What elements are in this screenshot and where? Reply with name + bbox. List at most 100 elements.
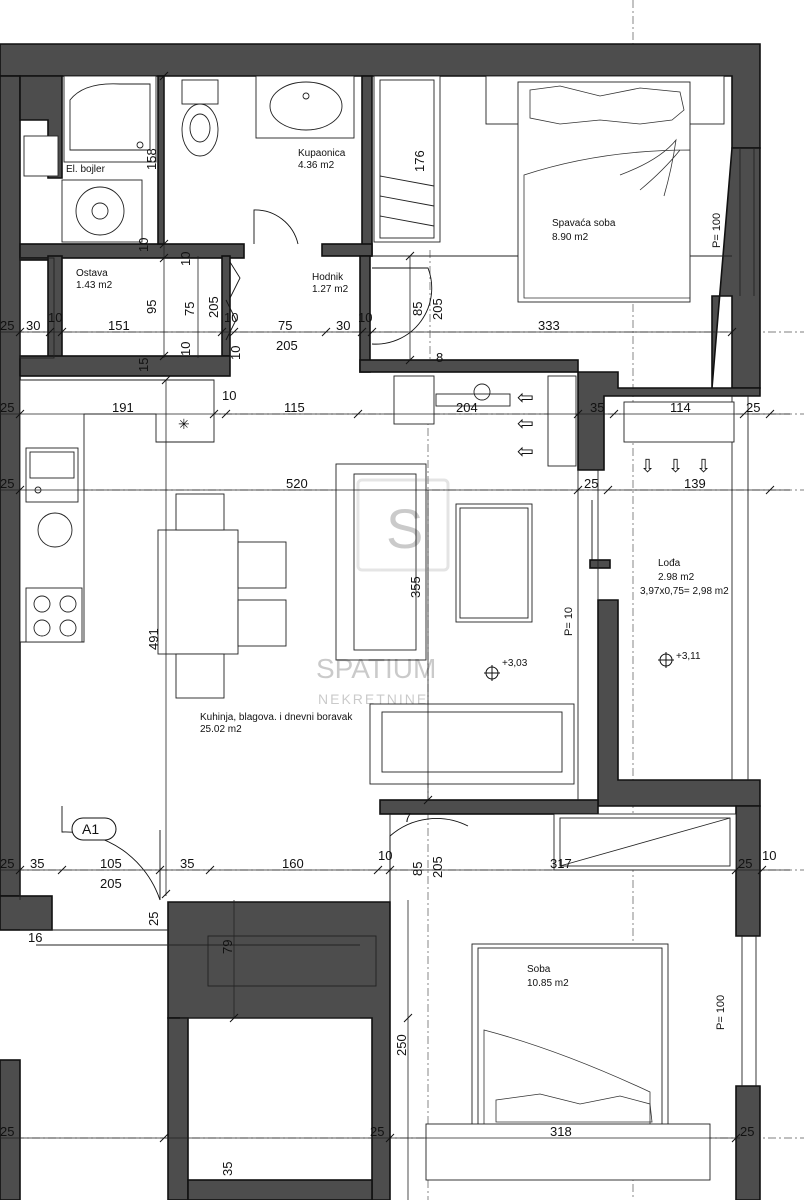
dim-25: 25 [0,318,14,333]
interior-lines: ✳ ⇦ ⇦ ⇦ ⇩ ⇩ ⇩ [19,75,757,1181]
dim-355: 355 [408,576,423,598]
room-area-kuhinja: 25.02 m2 [200,724,242,735]
dim-25: 25 [0,856,14,871]
room-area-kupaonica: 4.36 m2 [298,160,335,171]
room-name-hodnik: Hodnik [312,272,344,283]
dim-35: 35 [220,1162,235,1176]
dim-25: 25 [584,476,598,491]
dim-15: 15 [136,358,151,372]
room-name-loda: Lođa [658,558,681,569]
svg-text:✳: ✳ [178,416,190,432]
dimension-labels-vertical: 158 176 10 10 95 75 205 10 10 85 205 355… [136,148,445,1176]
doors [61,209,593,904]
room-name-kuhinja: Kuhinja, blagova. i dnevni boravak [200,712,353,723]
room-name-kupaonica: Kupaonica [298,148,346,159]
dim-10: 10 [178,252,193,266]
dimension-labels: 25 30 10 151 10 75 30 10 333 205 25 191 … [0,310,776,1139]
room-area-soba: 10.85 m2 [527,978,569,989]
dim-10: 10 [178,342,193,356]
dim-75: 75 [278,318,292,333]
dim-25: 25 [0,1124,14,1139]
dim-10: 10 [136,238,151,252]
dim-139: 139 [684,476,706,491]
apartment-label-text: A1 [82,821,99,837]
dim-7: 7 [404,810,411,825]
dim-8: 8 [436,350,443,365]
dim-25: 25 [0,476,14,491]
dim-317: 317 [550,856,572,871]
room-area-loda: 2.98 m2 [658,572,695,583]
dim-25: 25 [0,400,14,415]
watermark-logo-s: S [386,497,423,560]
dim-10: 10 [378,848,392,863]
svg-text:⇦: ⇦ [517,387,534,409]
parapet-living: P= 10 [563,607,575,636]
dim-85: 85 [410,862,425,876]
dim-95: 95 [144,300,159,314]
dim-10: 10 [358,310,372,325]
dim-114: 114 [670,400,691,415]
dim-160: 160 [282,856,304,871]
svg-text:⇦: ⇦ [517,413,534,435]
apartment-label: A1 [71,817,117,841]
room-area-spavaca: 8.90 m2 [552,232,589,243]
dim-250: 250 [394,1034,409,1056]
svg-text:⇩: ⇩ [640,456,655,476]
dim-205: 205 [206,296,221,318]
room-name-el-bojler: El. bojler [66,164,106,175]
dim-30: 30 [26,318,40,333]
dim-10: 10 [762,848,776,863]
dim-176: 176 [412,150,427,172]
dim-79: 79 [220,940,235,954]
dim-10: 10 [222,388,236,403]
dim-16: 16 [28,930,42,945]
dim-105: 105 [100,856,122,871]
room-name-soba: Soba [527,964,551,975]
parapet-room: P= 100 [715,995,727,1030]
dimension-ticks [15,71,775,1143]
dim-205: 205 [276,338,298,353]
dim-204: 204 [456,400,478,415]
room-formula-loda: 3,97x0,75= 2,98 m2 [640,586,729,597]
watermark: S SPATIUM NEKRETNINE [316,478,450,707]
dim-10: 10 [48,310,62,325]
dim-491: 491 [146,628,161,650]
parapet-labels: P= 100 P= 10 P= 100 [563,213,727,1030]
dim-25: 25 [738,856,752,871]
room-area-ostava: 1.43 m2 [76,280,113,291]
dim-151: 151 [108,318,130,333]
walls [0,43,761,1200]
svg-text:⇩: ⇩ [668,456,683,476]
room-area-hodnik: 1.27 m2 [312,284,349,295]
dim-25: 25 [370,1124,384,1139]
svg-text:⇦: ⇦ [517,441,534,463]
dim-205: 205 [430,856,445,878]
dim-333: 333 [538,318,560,333]
watermark-line1: SPATIUM [316,653,436,684]
dim-30: 30 [336,318,350,333]
dim-35: 35 [590,400,604,415]
dim-35: 35 [180,856,194,871]
dim-75: 75 [182,302,197,316]
room-name-spavaca: Spavaća soba [552,218,616,229]
dim-520: 520 [286,476,308,491]
watermark-line2: NEKRETNINE [318,691,428,707]
dim-115: 115 [284,400,305,415]
elevation-loggia: +3,11 [676,651,701,662]
dim-85: 85 [410,302,425,316]
elevation-living: +3,03 [502,658,528,669]
dim-25: 25 [746,400,760,415]
dim-10: 10 [228,346,243,360]
elevation-markers: +3,03 +3,11 [484,651,701,681]
room-name-ostava: Ostava [76,268,108,279]
dim-25: 25 [740,1124,754,1139]
room-labels: Kupaonica 4.36 m2 El. bojler Spavaća sob… [66,148,729,989]
dimension-lines [0,76,790,1200]
dim-35: 35 [30,856,44,871]
svg-text:⇩: ⇩ [696,456,711,476]
dim-205: 205 [100,876,122,891]
parapet-bedroom: P= 100 [711,213,723,248]
dim-10: 10 [224,310,238,325]
dim-25: 25 [146,912,161,926]
